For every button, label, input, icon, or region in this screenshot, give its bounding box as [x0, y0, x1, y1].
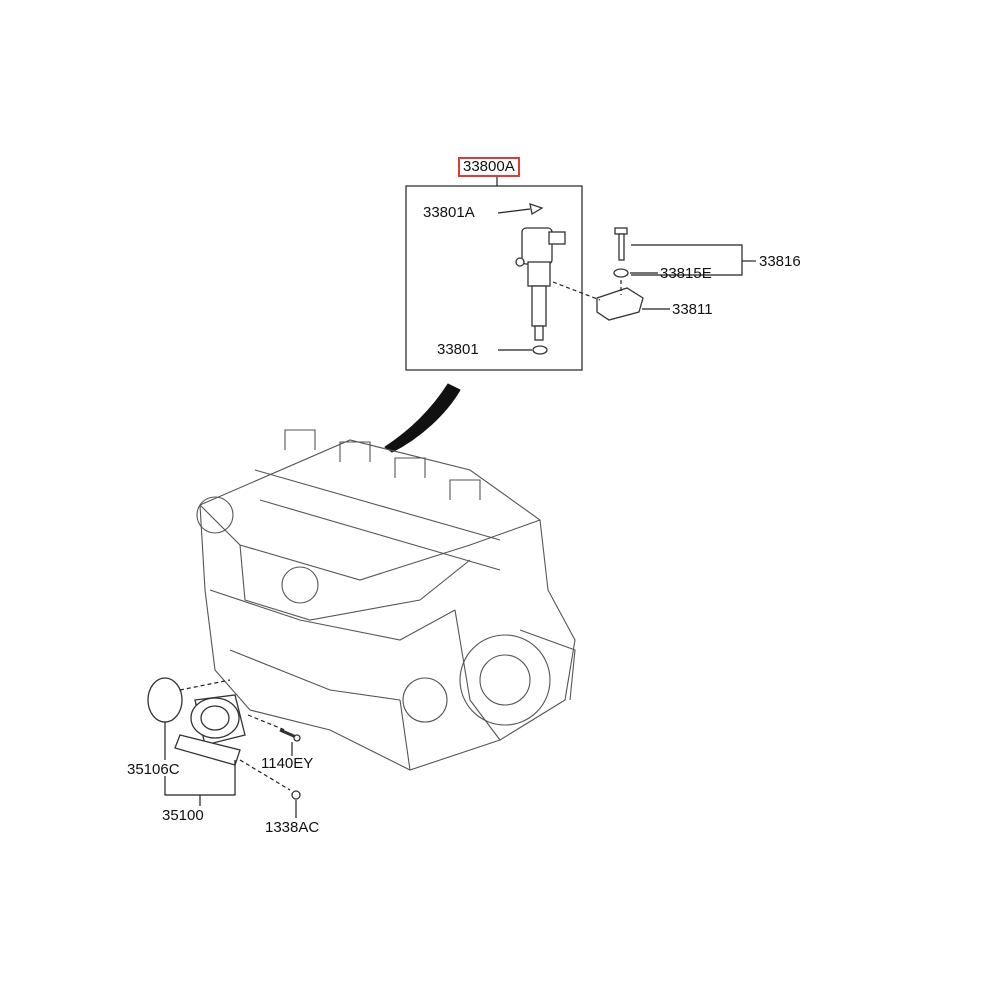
bolt-drawing: [279, 728, 301, 742]
clip-label: 33801A: [423, 204, 475, 221]
clamp-dash: [552, 281, 601, 301]
clip-leader: [497, 208, 531, 214]
gasket-label: 35106C: [127, 761, 180, 778]
injector-drawing: [515, 227, 566, 341]
o-ring-drawing: [532, 345, 548, 355]
detail-frame: [405, 185, 583, 371]
o-ring-label: 33801: [437, 341, 479, 358]
clip-drawing: [529, 203, 544, 216]
bolt-set-label: 33816: [759, 253, 801, 270]
throttle-body-drawing: [174, 694, 246, 766]
clamp-drawing: [596, 287, 644, 321]
bolt-label: 1140EY: [261, 755, 314, 772]
nut-label: 1338AC: [265, 819, 320, 836]
bolt-set-drawing: [613, 227, 629, 278]
nut-drawing: [291, 790, 301, 800]
clamp-label: 33811: [672, 301, 713, 318]
throttle-body-label: 35100: [162, 807, 204, 824]
assembly-label: 33800A: [458, 157, 520, 177]
engine-block-drawing: [196, 429, 576, 771]
detail-arrow: [384, 383, 461, 453]
gasket-drawing: [147, 677, 183, 723]
throttle-dash-3: [239, 759, 291, 791]
washer-label: 33815E: [660, 265, 712, 282]
bolt-set-bracket: [631, 244, 743, 276]
throttle-dash-1: [179, 679, 231, 691]
